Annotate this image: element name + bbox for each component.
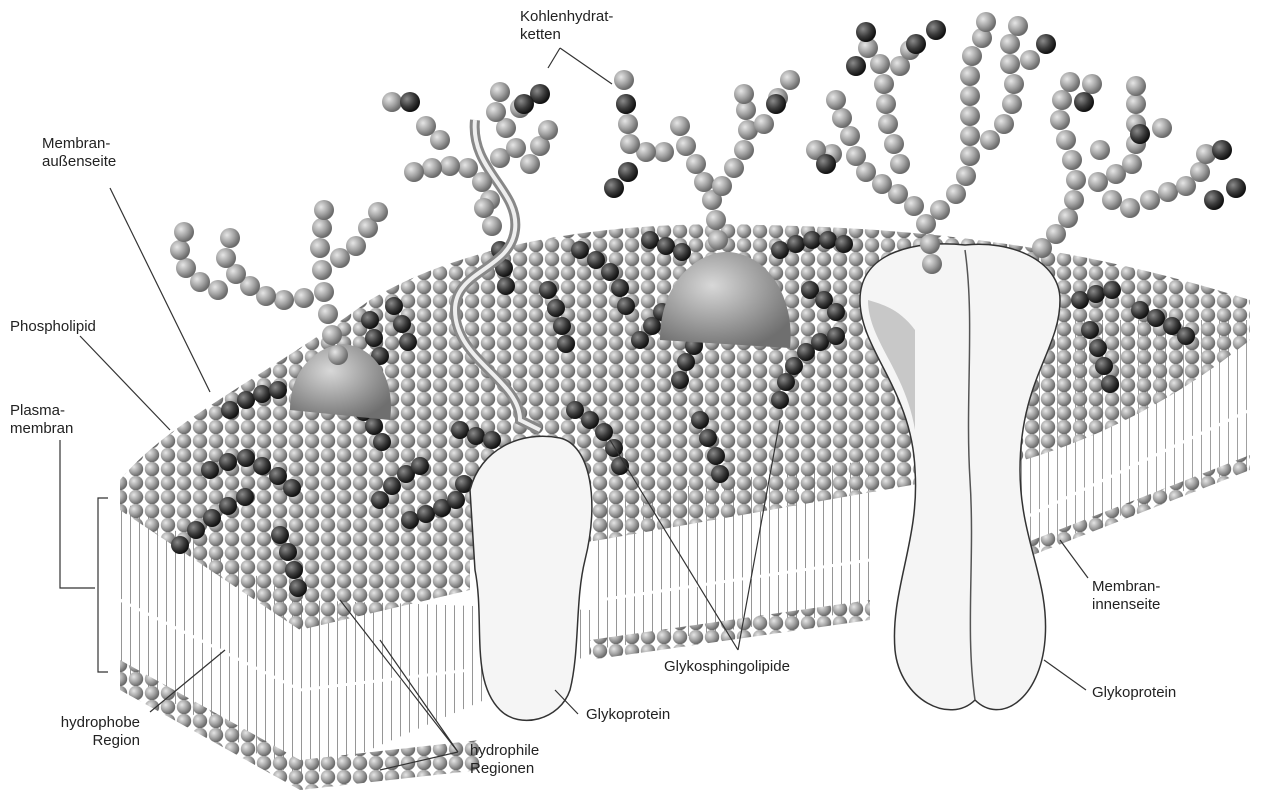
label-plasma-line2: membran [10,420,73,438]
label-hydrophobic-region: hydrophobe Region [30,714,140,750]
label-membrane-outer-line1: Membran- [42,135,116,153]
leader-phospholipid [80,336,170,430]
label-phospholipid: Phospholipid [10,318,96,336]
label-carbohydrate-line2: ketten [520,26,613,44]
leader-carbohydrate [548,48,612,84]
label-hydrophobic-line2: Region [30,732,140,750]
label-glycosphingolipids: Glykosphingolipide [664,658,790,676]
label-hydrophilic-regions: hydrophile Regionen [470,742,539,778]
label-membrane-inner-line1: Membran- [1092,578,1160,596]
bracket-plasma-membrane [60,440,95,588]
leader-glykoprotein-right [1044,660,1086,690]
bracket-bilayer [98,498,108,672]
label-carbohydrate-line1: Kohlenhydrat- [520,8,613,26]
leader-membrane-inner [1060,540,1088,578]
label-glycoprotein-left: Glykoprotein [586,706,670,724]
label-hydrophilic-line2: Regionen [470,760,539,778]
label-glycoprotein-right: Glykoprotein [1092,684,1176,702]
label-hydrophilic-line1: hydrophile [470,742,539,760]
label-plasma-line1: Plasma- [10,402,73,420]
glycoprotein-left-body [470,436,592,720]
label-membrane-inner-line2: innenseite [1092,596,1160,614]
label-membrane-inner: Membran- innenseite [1092,578,1160,614]
label-hydrophobic-line1: hydrophobe [30,714,140,732]
label-membrane-outer-line2: außenseite [42,153,116,171]
label-membrane-outer: Membran- außenseite [42,135,116,171]
label-plasma-membrane: Plasma- membran [10,402,73,438]
label-carbohydrate-chains: Kohlenhydrat- ketten [520,8,613,44]
